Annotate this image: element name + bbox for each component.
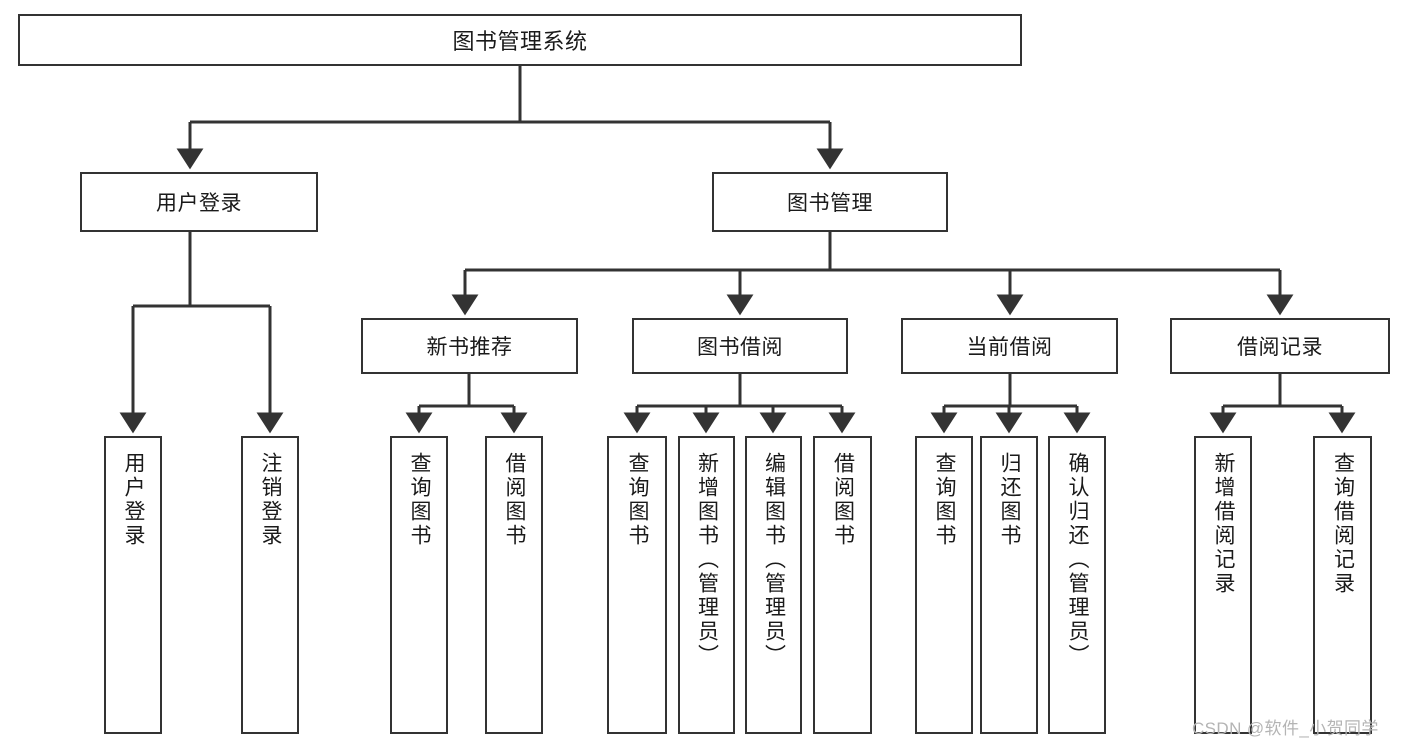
node-borrow-record[interactable]: 借阅记录 — [1170, 318, 1390, 374]
leaf-borrow-record-add[interactable]: 新增借阅记录 — [1194, 436, 1252, 734]
node-label: 图书管理系统 — [452, 29, 588, 54]
watermark-text: CSDN @软件_小贺同学 — [1192, 719, 1379, 738]
node-label: 查询图书 — [933, 452, 957, 548]
node-label: 新书推荐 — [426, 336, 513, 359]
leaf-book-borrow-lend[interactable]: 借阅图书 — [813, 436, 872, 734]
leaf-book-borrow-edit[interactable]: 编辑图书（管理员） — [745, 436, 802, 734]
node-label: 当前借阅 — [966, 336, 1053, 359]
leaf-new-book-query[interactable]: 查询图书 — [390, 436, 448, 734]
node-label: 借阅图书 — [831, 452, 855, 548]
node-label: 用户登录 — [156, 192, 242, 215]
node-book-borrow[interactable]: 图书借阅 — [632, 318, 848, 374]
leaf-new-book-borrow[interactable]: 借阅图书 — [485, 436, 543, 734]
node-label: 注销登录 — [259, 452, 283, 548]
node-label: 用户登录 — [122, 452, 146, 548]
leaf-borrow-record-query[interactable]: 查询借阅记录 — [1313, 436, 1372, 734]
node-label: 借阅记录 — [1237, 336, 1323, 359]
leaf-current-borrow-return[interactable]: 归还图书 — [980, 436, 1038, 734]
node-label: 查询借阅记录 — [1331, 452, 1355, 596]
node-book-management[interactable]: 图书管理 — [712, 172, 948, 232]
leaf-book-borrow-query[interactable]: 查询图书 — [607, 436, 667, 734]
node-label: 查询图书 — [626, 452, 650, 548]
node-label: 借阅图书 — [503, 452, 527, 548]
node-current-borrow[interactable]: 当前借阅 — [901, 318, 1118, 374]
node-label: 图书借阅 — [697, 336, 783, 359]
node-label: 编辑图书（管理员） — [762, 452, 786, 668]
leaf-user-login-login[interactable]: 用户登录 — [104, 436, 162, 734]
node-label: 图书管理 — [787, 192, 873, 215]
leaf-current-borrow-confirm[interactable]: 确认归还（管理员） — [1048, 436, 1106, 734]
node-label: 查询图书 — [408, 452, 432, 548]
node-label: 确认归还（管理员） — [1066, 452, 1090, 668]
node-user-login[interactable]: 用户登录 — [80, 172, 318, 232]
node-label: 新增借阅记录 — [1212, 452, 1236, 596]
node-label: 新增图书（管理员） — [695, 452, 719, 668]
leaf-user-login-logout[interactable]: 注销登录 — [241, 436, 299, 734]
leaf-current-borrow-query[interactable]: 查询图书 — [915, 436, 973, 734]
leaf-book-borrow-add[interactable]: 新增图书（管理员） — [678, 436, 735, 734]
node-new-book-recommend[interactable]: 新书推荐 — [361, 318, 578, 374]
node-label: 归还图书 — [998, 452, 1022, 548]
node-root-system[interactable]: 图书管理系统 — [18, 14, 1022, 66]
